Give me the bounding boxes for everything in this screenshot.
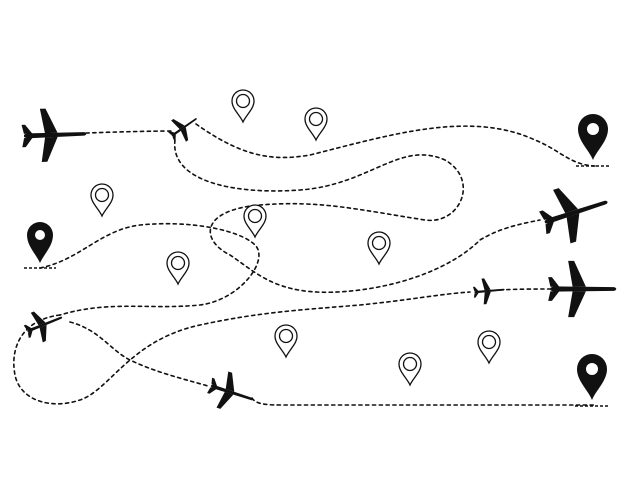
routes: [13, 123, 596, 406]
map-pin-filled-icon: [576, 114, 610, 167]
route-line: [195, 123, 596, 167]
map-pin-filled-icon: [24, 222, 56, 269]
airplane-icon: [548, 260, 617, 318]
map-pin-outline-icon: [398, 352, 422, 387]
airplane-icon: [163, 107, 205, 147]
destination-pins: [24, 114, 610, 407]
map-pin-outline-icon: [231, 89, 255, 124]
waypoint-pins: [90, 89, 501, 387]
airplane-icon: [472, 276, 506, 306]
map-pin-outline-icon: [367, 231, 391, 266]
airplane-icon: [20, 107, 88, 163]
route-line: [251, 397, 596, 406]
map-pin-outline-icon: [243, 204, 267, 239]
route-line: [69, 321, 209, 387]
map-pin-outline-icon: [166, 251, 190, 286]
map-pin-outline-icon: [304, 107, 328, 142]
map-pin-filled-icon: [575, 354, 609, 407]
map-pin-outline-icon: [477, 330, 501, 365]
airplane-icon: [203, 367, 260, 418]
airplane-icon: [20, 302, 69, 347]
route-line: [85, 130, 174, 134]
route-line: [13, 291, 471, 405]
airplane-icon: [534, 175, 617, 250]
route-line: [499, 288, 551, 291]
airplanes: [20, 107, 617, 418]
route-line: [39, 222, 260, 316]
route-line: [174, 139, 541, 294]
map-pin-outline-icon: [274, 324, 298, 359]
map-pin-outline-icon: [90, 183, 114, 218]
